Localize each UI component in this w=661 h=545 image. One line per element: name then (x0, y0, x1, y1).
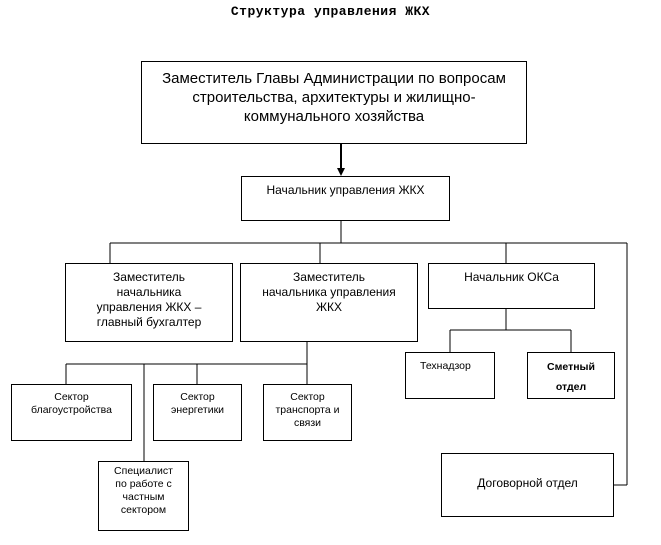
node-sector-improvement: Сектор благоустройства (11, 384, 132, 441)
chart-title: Структура управления ЖКХ (230, 4, 431, 19)
node-head-zhkh: Начальник управления ЖКХ (241, 176, 450, 221)
node-deputy-head: Заместитель Главы Администрации по вопро… (141, 61, 527, 144)
node-sector-energy: Сектор энергетики (153, 384, 242, 441)
node-head-oks: Начальник ОКСа (428, 263, 595, 309)
node-contract-department: Договорной отдел (441, 453, 614, 517)
node-tech-supervision: Технадзор (405, 352, 495, 399)
arrow-head (337, 168, 345, 176)
node-estimate-department: Сметный отдел (527, 352, 615, 399)
node-sector-transport: Сектор транспорта и связи (263, 384, 352, 441)
node-deputy-chief-accountant: Заместитель начальника управления ЖКХ – … (65, 263, 233, 342)
node-specialist-private-sector: Специалист по работе с частным сектором (98, 461, 189, 531)
node-deputy-head-zhkh: Заместитель начальника управления ЖКХ (240, 263, 418, 342)
